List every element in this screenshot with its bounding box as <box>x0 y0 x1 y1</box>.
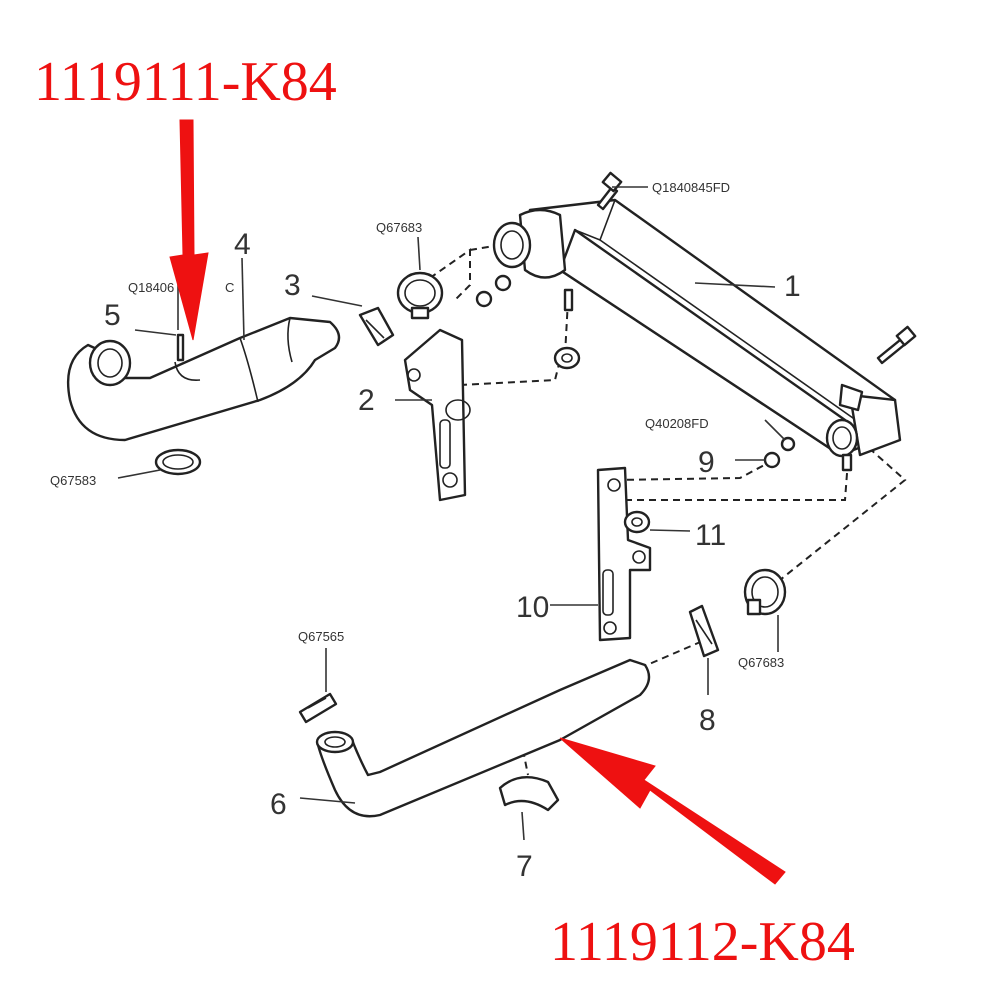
item-number-3: 3 <box>284 269 301 302</box>
item-number-11: 11 <box>695 519 726 552</box>
hose-item-4 <box>66 316 341 442</box>
code-clamp-right: Q67683 <box>738 655 784 670</box>
clamp-item-7 <box>498 776 560 812</box>
clip-item-8 <box>688 604 720 658</box>
code-nut-item9: Q40208FD <box>645 416 709 431</box>
callout-top: 1119111-K84 <box>34 51 337 341</box>
item-number-10: 10 <box>516 591 549 624</box>
clamp-upper <box>396 271 444 320</box>
item-number-5: 5 <box>104 299 121 332</box>
item-number-1: 1 <box>784 270 801 303</box>
code-clamp-item6: Q67565 <box>298 629 344 644</box>
code-bolt-item5-tail: C <box>225 280 234 295</box>
code-bolt-top: Q1840845FD <box>652 180 730 195</box>
code-clamp-left: Q67583 <box>50 473 96 488</box>
bracket-item-10 <box>596 466 652 642</box>
bolt-item-5 <box>174 333 201 381</box>
nut-item-9 <box>763 436 796 469</box>
item-number-8: 8 <box>699 704 716 737</box>
item-number-9: 9 <box>698 446 715 479</box>
item-number-4: 4 <box>234 228 251 261</box>
grommet-item-11 <box>623 510 651 534</box>
clip-item-3 <box>358 306 395 347</box>
code-clamp-upper: Q67683 <box>376 220 422 235</box>
code-bolt-item5: Q18406 <box>128 280 174 295</box>
intercooler <box>492 198 902 472</box>
bolt-q67565 <box>298 692 338 724</box>
item-numbers: 1 2 3 4 5 6 7 8 9 10 11 <box>104 228 801 883</box>
red-arrow-up-left-icon <box>559 737 786 885</box>
item-number-7: 7 <box>516 850 533 883</box>
red-arrow-down-icon <box>169 119 209 341</box>
callout-part-number-bottom: 1119112-K84 <box>550 911 855 973</box>
callout-bottom: 1119112-K84 <box>550 737 855 973</box>
item-number-2: 2 <box>358 384 375 417</box>
grommets-upper <box>475 274 581 370</box>
callout-part-number-top: 1119111-K84 <box>34 51 337 113</box>
item-number-6: 6 <box>270 788 287 821</box>
bracket-item-2 <box>403 328 471 502</box>
hose-item-6 <box>315 658 651 818</box>
clamp-right <box>743 568 787 616</box>
clamp-left <box>154 448 202 476</box>
assembly-dashed-lines <box>419 244 907 776</box>
part-codes: Q1840845FD Q67683 Q18406 C Q67583 Q40208… <box>50 180 784 670</box>
bolt-right <box>876 325 917 365</box>
